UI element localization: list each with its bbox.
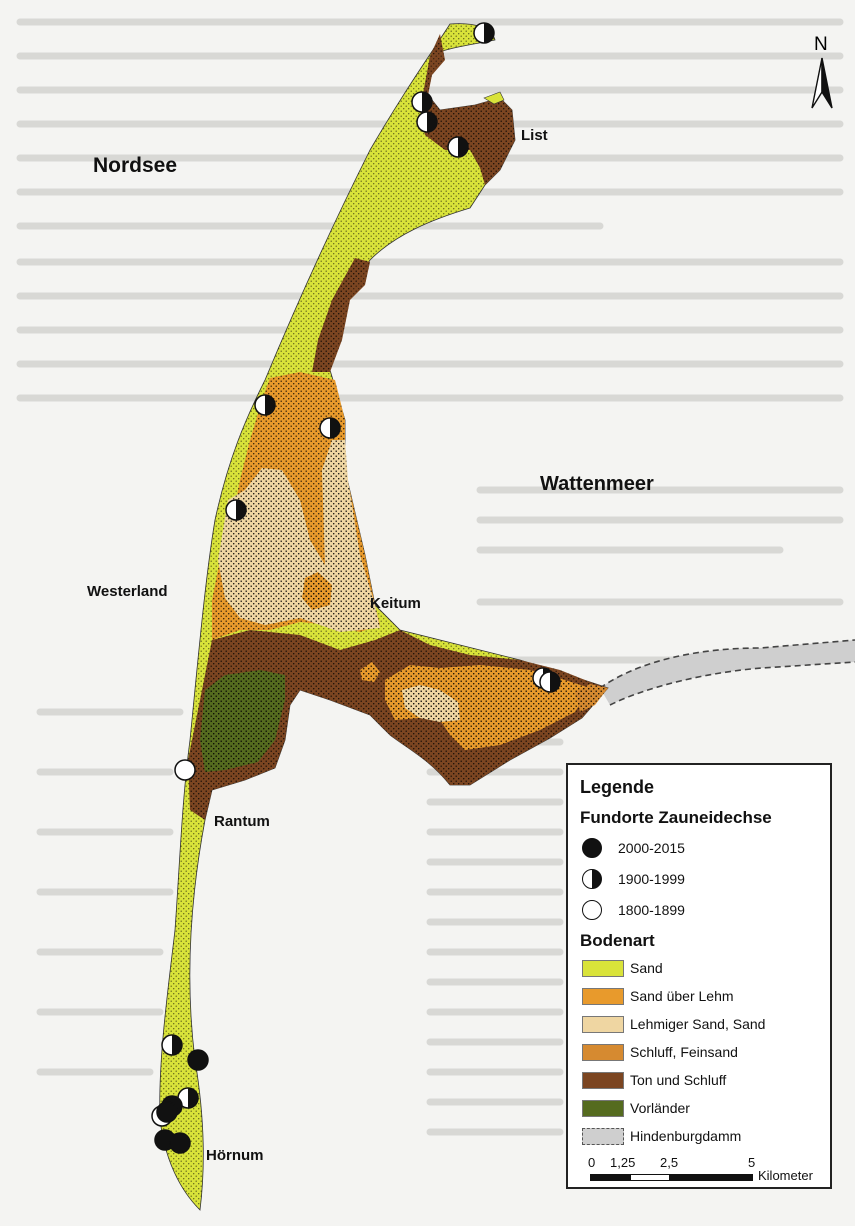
site-marker-empty: [174, 759, 196, 781]
label-list: List: [521, 127, 548, 144]
legend-item-soil-hindenburgdamm: Hindenburgdamm: [582, 1125, 741, 1147]
label-westerland: Westerland: [87, 583, 168, 600]
site-marker-half: [473, 22, 495, 44]
north-arrow-icon: N: [811, 34, 833, 109]
legend-item-soil-sand: Sand: [582, 957, 663, 979]
swatch-schluff-feinsand: [582, 1043, 624, 1061]
half-circle-icon: [582, 869, 602, 889]
stipple-texture: [159, 23, 609, 1211]
legend-item-soil-schluff-feinsand: Schluff, Feinsand: [582, 1041, 738, 1063]
swatch-lehmiger-sand: [582, 1015, 624, 1033]
site-marker-half: [411, 91, 433, 113]
site-marker-full: [169, 1132, 191, 1154]
legend: Legende Fundorte Zauneidechse 2000-2015 …: [566, 763, 832, 1189]
north-arrow-label: N: [814, 34, 828, 55]
label-keitum: Keitum: [370, 595, 421, 612]
swatch-vorlaender: [582, 1099, 624, 1117]
legend-item-label: Vorländer: [630, 1100, 690, 1116]
soil-sand: [483, 91, 505, 105]
hindenburgdamm-edge: [599, 639, 855, 706]
legend-item-label: 1800-1899: [618, 902, 685, 918]
scale-segment: [590, 1174, 630, 1181]
site-marker-half: [177, 1087, 199, 1109]
empty-circle-icon: [582, 900, 602, 920]
swatch-hindenburgdamm: [582, 1127, 624, 1145]
legend-item-label: Hindenburgdamm: [630, 1128, 742, 1144]
stipple-overlay: [360, 662, 380, 682]
stipple-overlay: [200, 670, 285, 772]
legend-item-soil-sand-ueber-lehm: Sand über Lehm: [582, 985, 734, 1007]
site-marker-half: [319, 417, 341, 439]
site-marker-full: [156, 1101, 178, 1123]
label-rantum: Rantum: [214, 813, 270, 830]
legend-item-label: 2000-2015: [618, 840, 685, 856]
site-marker-half: [447, 136, 469, 158]
swatch-sand-ueber-lehm: [582, 987, 624, 1005]
stipple-overlay: [402, 685, 460, 722]
scale-segment: [630, 1174, 670, 1181]
scale-bar: 0 1,25 2,5 5 Kilometer: [588, 1155, 824, 1185]
legend-item-label: 1900-1999: [618, 871, 685, 887]
legend-item-soil-ton-und-schluff: Ton und Schluff: [582, 1069, 726, 1091]
site-markers: [151, 22, 561, 1154]
site-marker-half: [161, 1034, 183, 1056]
scale-tick: 0: [588, 1155, 596, 1170]
stipple-overlay: [575, 684, 608, 712]
legend-title: Legende: [580, 777, 655, 797]
scale-tick: 1,25: [610, 1155, 636, 1170]
legend-item-label: Lehmiger Sand, Sand: [630, 1016, 766, 1032]
site-marker-half: [254, 394, 276, 416]
legend-section-sites: Fundorte Zauneidechse: [580, 808, 772, 827]
legend-item-soil-lehmiger-sand: Lehmiger Sand, Sand: [582, 1013, 765, 1035]
scale-tick: 5: [748, 1155, 756, 1170]
legend-item-label: Sand über Lehm: [630, 988, 734, 1004]
site-marker-full: [187, 1049, 209, 1071]
label-hoernum: Hörnum: [206, 1147, 264, 1164]
hindenburgdamm: [600, 640, 855, 705]
swatch-sand: [582, 959, 624, 977]
scale-tick: 2,5: [660, 1155, 679, 1170]
site-marker-half: [225, 499, 247, 521]
stipple-overlay: [420, 34, 515, 185]
label-wattenmeer: Wattenmeer: [540, 473, 654, 495]
legend-section-soil: Bodenart: [580, 931, 655, 950]
legend-item-site-2000-2015: 2000-2015: [582, 837, 685, 859]
legend-item-site-1800-1899: 1800-1899: [582, 899, 685, 921]
stipple-overlay: [218, 440, 380, 632]
site-marker-half: [416, 111, 438, 133]
scale-segment: [670, 1174, 753, 1181]
legend-item-label: Sand: [630, 960, 663, 976]
scale-unit: Kilometer: [758, 1168, 813, 1183]
legend-item-site-1900-1999: 1900-1999: [582, 868, 685, 890]
stipple-overlay: [312, 258, 370, 372]
swatch-ton-und-schluff: [582, 1071, 624, 1089]
label-nordsee: Nordsee: [93, 154, 177, 177]
legend-item-soil-vorlaender: Vorländer: [582, 1097, 690, 1119]
legend-item-label: Ton und Schluff: [630, 1072, 727, 1088]
stipple-overlay: [302, 572, 332, 610]
site-marker-half: [539, 671, 561, 693]
stipple-overlay: [159, 23, 609, 1211]
full-circle-icon: [582, 838, 602, 858]
legend-item-label: Schluff, Feinsand: [630, 1044, 738, 1060]
